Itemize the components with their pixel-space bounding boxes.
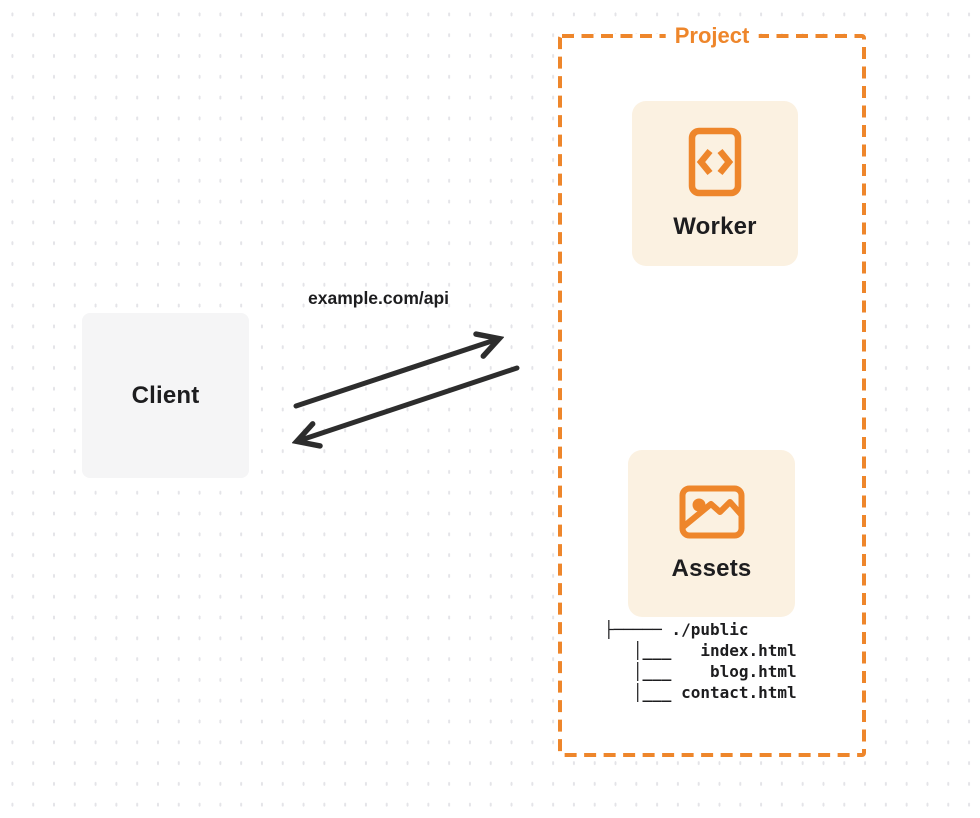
code-document-icon (688, 127, 742, 197)
worker-card: Worker (632, 101, 798, 266)
client-box: Client (82, 313, 249, 478)
file-tree-line: │___ blog.html (604, 662, 797, 681)
project-label: Project (665, 23, 759, 49)
request-url-label: example.com/api (308, 288, 450, 308)
client-label: Client (131, 381, 200, 409)
file-tree: ├───── ./public │___ index.html │___ blo… (604, 619, 797, 703)
file-tree-line: │___ contact.html (604, 683, 797, 702)
file-tree-line: ├───── ./public (604, 620, 749, 639)
worker-label: Worker (673, 212, 757, 240)
project-dashed-border (558, 34, 866, 757)
assets-card: Assets (628, 450, 795, 617)
assets-label: Assets (671, 554, 752, 582)
project-panel: Project Worker Assets ├───── ./public │_… (558, 23, 866, 757)
image-icon (679, 485, 745, 539)
file-tree-line: │___ index.html (604, 641, 797, 660)
